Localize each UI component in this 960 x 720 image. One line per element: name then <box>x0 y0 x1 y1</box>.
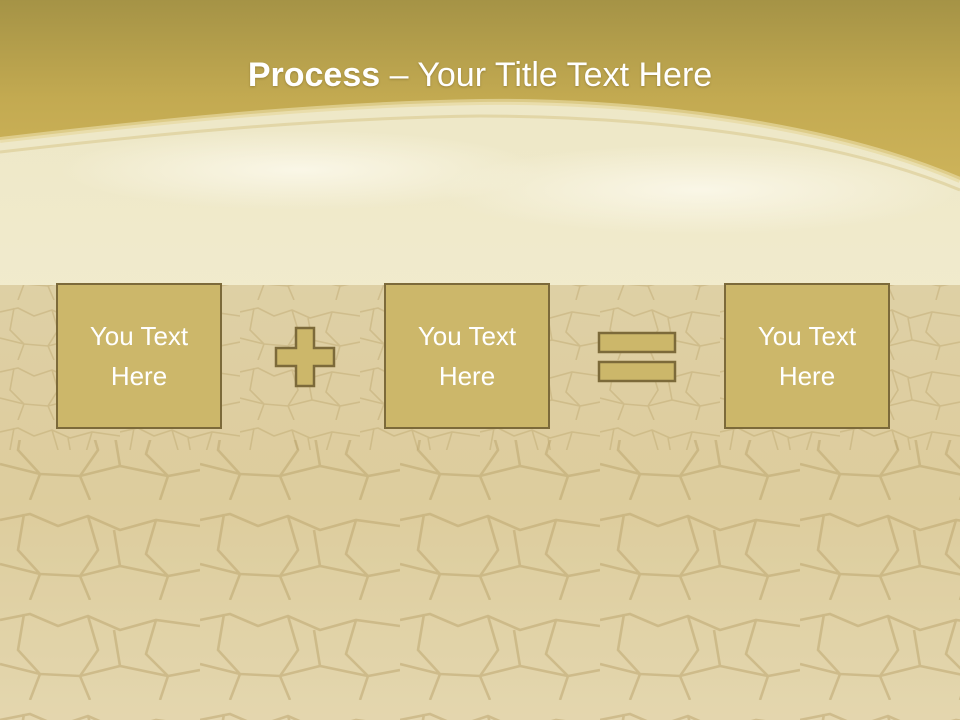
title-strong: Process <box>247 56 381 94</box>
equals-icon <box>597 331 677 383</box>
process-box-3-text: You Text Here <box>757 321 857 391</box>
plus-icon <box>274 326 336 388</box>
process-box-1[interactable]: You Text Here <box>56 283 222 429</box>
process-box-3[interactable]: You Text Here <box>724 283 890 429</box>
process-box-2[interactable]: You Text Here <box>384 283 550 429</box>
slide-title: Process – Your Title Text Here <box>0 50 960 100</box>
process-box-2-text: You Text Here <box>417 321 517 391</box>
title-rest: – Your Title Text Here <box>380 56 713 94</box>
process-box-1-text: You Text Here <box>89 321 189 391</box>
